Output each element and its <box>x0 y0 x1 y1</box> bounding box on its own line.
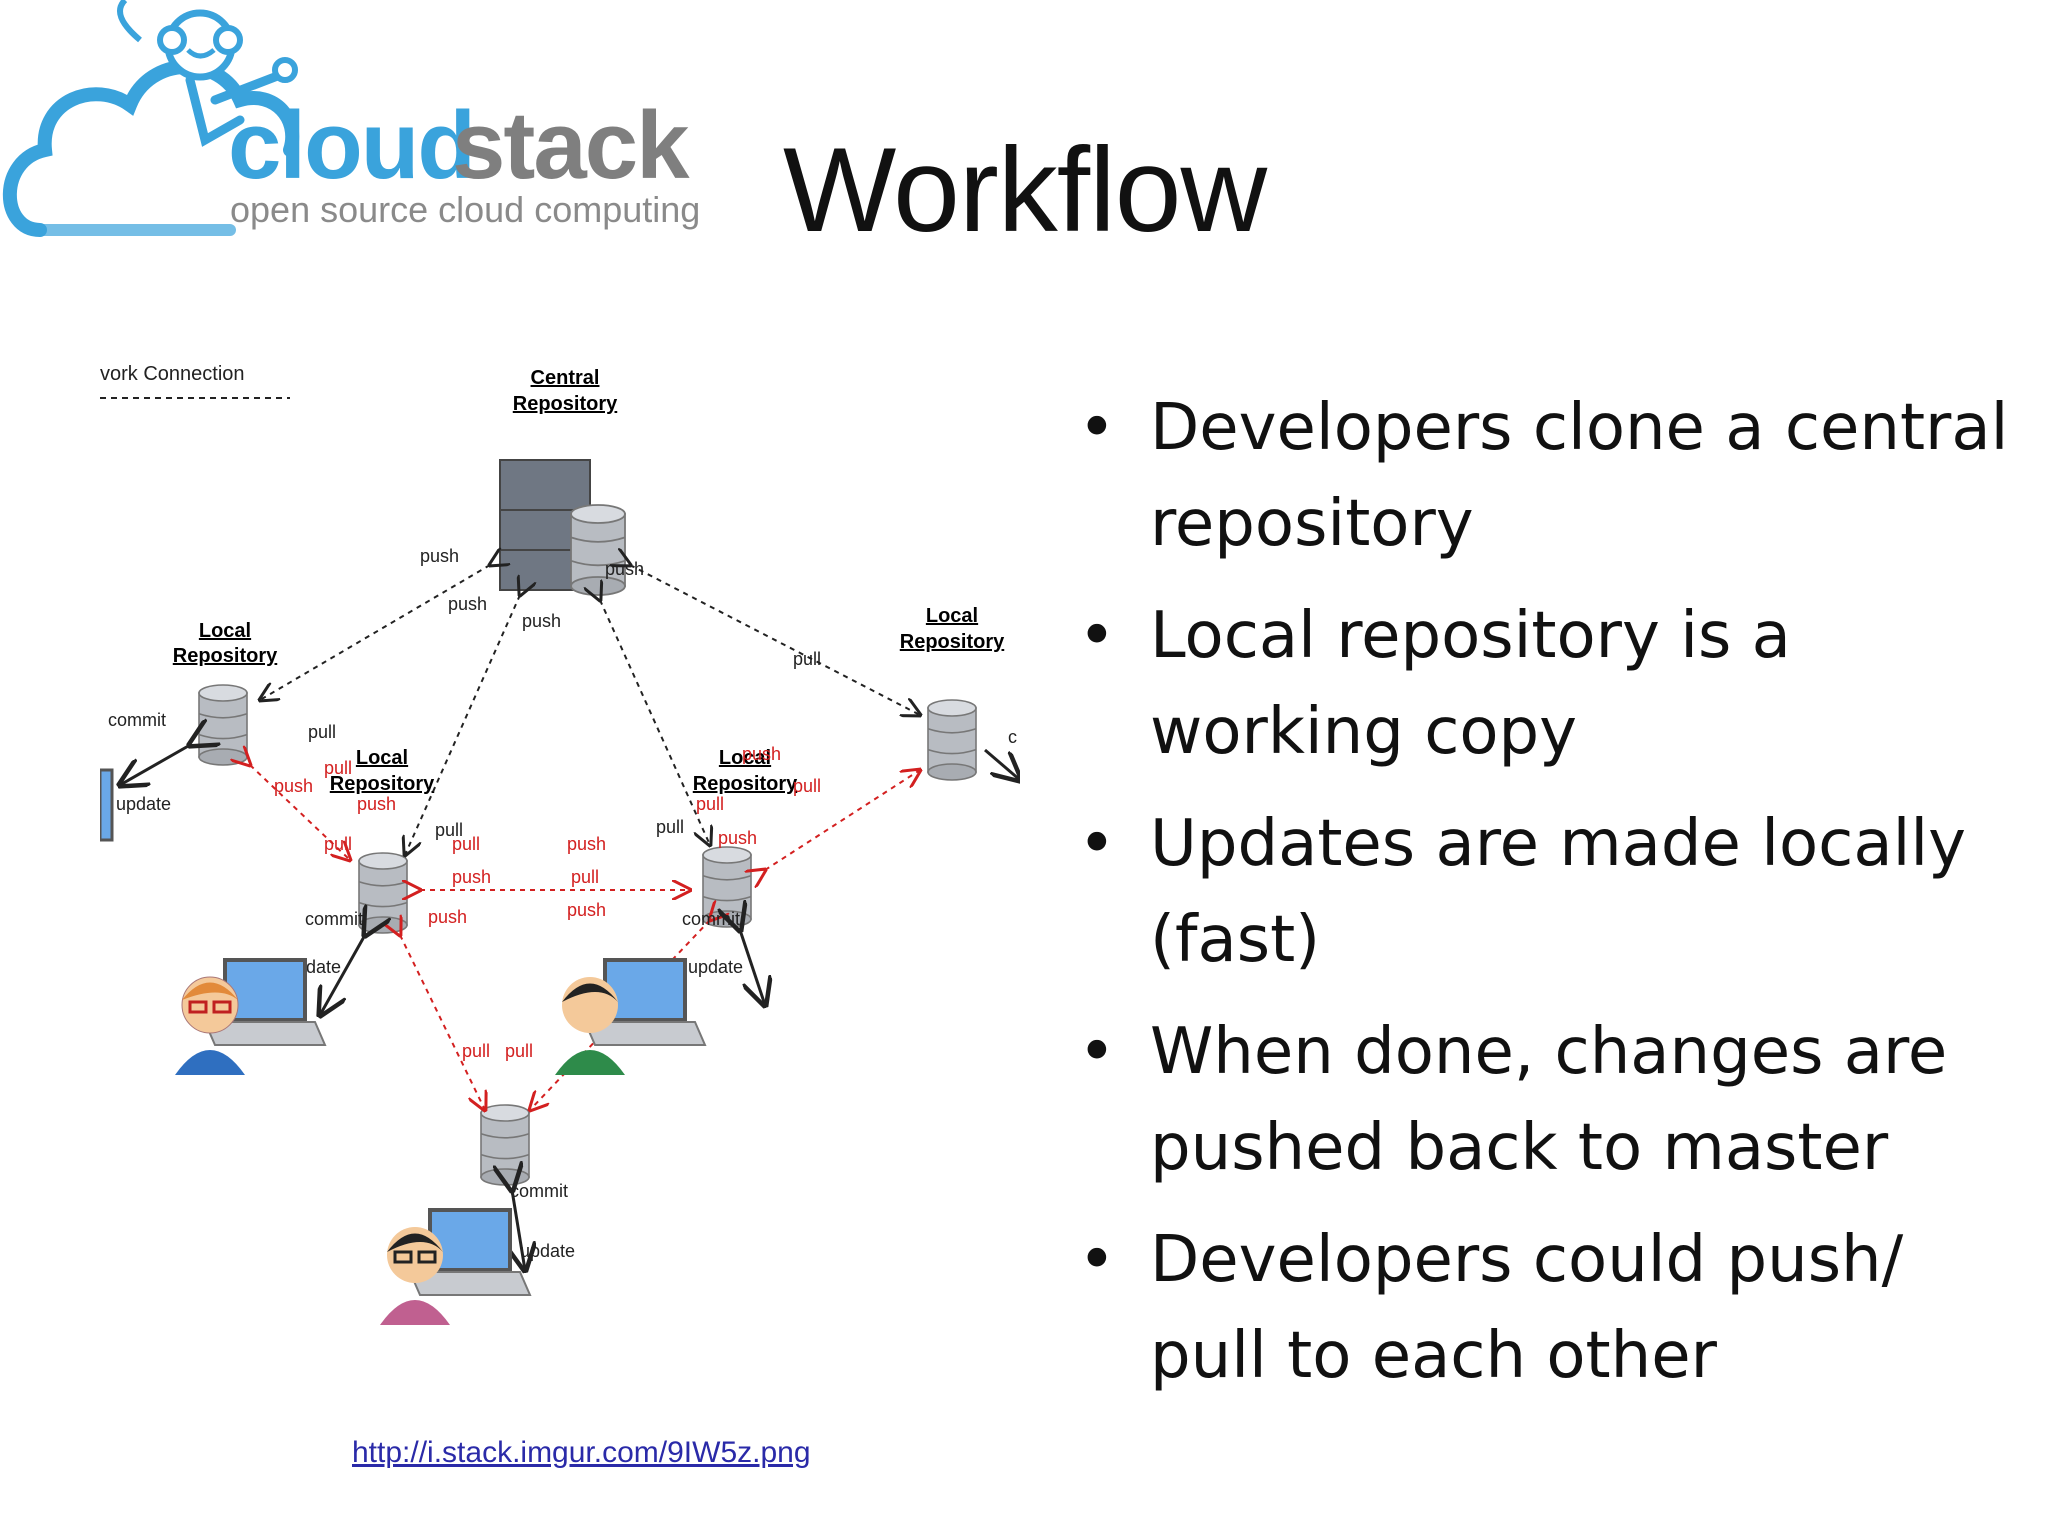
git-workflow-diagram: vork Connection Central Repository Local… <box>100 363 1020 1325</box>
bullet-text: Updates are made locally (fast) <box>1150 807 1966 977</box>
arrow-label-pull: pull <box>656 817 684 837</box>
cloud-shape <box>2 59 300 237</box>
arrow-label-commit: commit <box>305 909 363 929</box>
arrow-label-update: update <box>116 794 171 814</box>
arrow-label-pull: pull <box>435 820 463 840</box>
arrow-label-push: push <box>420 546 459 566</box>
arrow-label-update: update <box>520 1241 575 1261</box>
developer-icon <box>175 958 327 1075</box>
arrow-label-commit: commit <box>510 1181 568 1201</box>
developer-icon <box>555 958 707 1075</box>
arrow-label-push: push <box>357 794 396 814</box>
bullet-marker: • <box>1078 599 1116 673</box>
bullet-text: When done, changes are pushed back to ma… <box>1150 1015 1948 1185</box>
arrow-label-pull: pull <box>571 867 599 887</box>
arrow-label-pull: pull <box>324 758 352 778</box>
arrow-label-pull: pull <box>696 794 724 814</box>
arrow-label-push: push <box>567 900 606 920</box>
local-repo-label-1: Local <box>356 747 408 769</box>
arrow-label-pull: pull <box>308 722 336 742</box>
local-repo-label-1: Local <box>719 747 771 769</box>
central-repo-label-2: Repository <box>513 393 618 415</box>
legend-label: vork Connection <box>100 363 245 385</box>
source-link[interactable]: http://i.stack.imgur.com/9IW5z.png <box>352 1436 811 1469</box>
arrow-label-pull: pull <box>793 776 821 796</box>
local-repo-label-1: Local <box>199 620 251 642</box>
arrow-label-cut: c <box>1008 727 1017 747</box>
arrow-label-pull: pull <box>793 649 821 669</box>
bullet-marker: • <box>1078 807 1116 881</box>
arrow-label-push: push <box>718 828 757 848</box>
bullet-item: • Developers could push/ pull to each oth… <box>1060 1212 2020 1404</box>
bullet-list: • Developers clone a central repository •… <box>1060 380 2020 1420</box>
bullet-marker: • <box>1078 1015 1116 1089</box>
arrow-label-push: push <box>428 907 467 927</box>
bullet-item: • Developers clone a central repository <box>1060 380 2020 572</box>
central-repo-label-1: Central <box>531 367 600 389</box>
bullet-item: • Local repository is a working copy <box>1060 588 2020 780</box>
local-repo-label-2: Repository <box>693 773 798 795</box>
arrow-label-push: push <box>742 744 781 764</box>
arrow-label-commit: commit <box>682 909 740 929</box>
local-db-icon <box>927 699 977 781</box>
monkey-mascot-icon <box>117 0 298 147</box>
bullet-text: Developers could push/ pull to each othe… <box>1150 1223 1904 1393</box>
logo-word-stack: stack <box>452 92 690 199</box>
bullet-item: • When done, changes are pushed back to m… <box>1060 1004 2020 1196</box>
logo-word-cloud: cloud <box>228 92 474 199</box>
local-db-icon <box>480 1104 530 1186</box>
local-repo-label-2: Repository <box>900 631 1005 653</box>
bullet-text: Developers clone a central repository <box>1150 391 2009 561</box>
arrow-label-pull: pull <box>452 834 480 854</box>
bullet-marker: • <box>1078 391 1116 465</box>
bullet-text: Local repository is a working copy <box>1150 599 1791 769</box>
logo-tagline: open source cloud computing <box>230 189 700 230</box>
cloudstack-logo: cloud stack open source cloud computing <box>2 0 700 237</box>
arrow-label-push: push <box>274 776 313 796</box>
central-server-icon <box>499 459 626 596</box>
arrow-label-pull: pull <box>324 834 352 854</box>
laptop-edge-icon <box>100 768 114 842</box>
local-db-icon <box>198 684 248 766</box>
local-repo-label-1: Local <box>926 605 978 627</box>
slide-title: Workflow <box>783 123 1267 257</box>
arrow-label-pull: pull <box>462 1041 490 1061</box>
local-db-icon <box>358 852 408 934</box>
arrow-label-pull: pull <box>505 1041 533 1061</box>
local-repo-label-2: Repository <box>173 645 278 667</box>
arrow-label-push: push <box>448 594 487 614</box>
arrow-label-update: update <box>688 957 743 977</box>
arrow-label-push: push <box>605 559 644 579</box>
bullet-item: • Updates are made locally (fast) <box>1060 796 2020 988</box>
developer-icon <box>380 1208 532 1325</box>
arrow-label-push: push <box>567 834 606 854</box>
arrow-label-push: push <box>522 611 561 631</box>
bullet-marker: • <box>1078 1223 1116 1297</box>
arrow-label-push: push <box>452 867 491 887</box>
arrow-label-commit: commit <box>108 710 166 730</box>
